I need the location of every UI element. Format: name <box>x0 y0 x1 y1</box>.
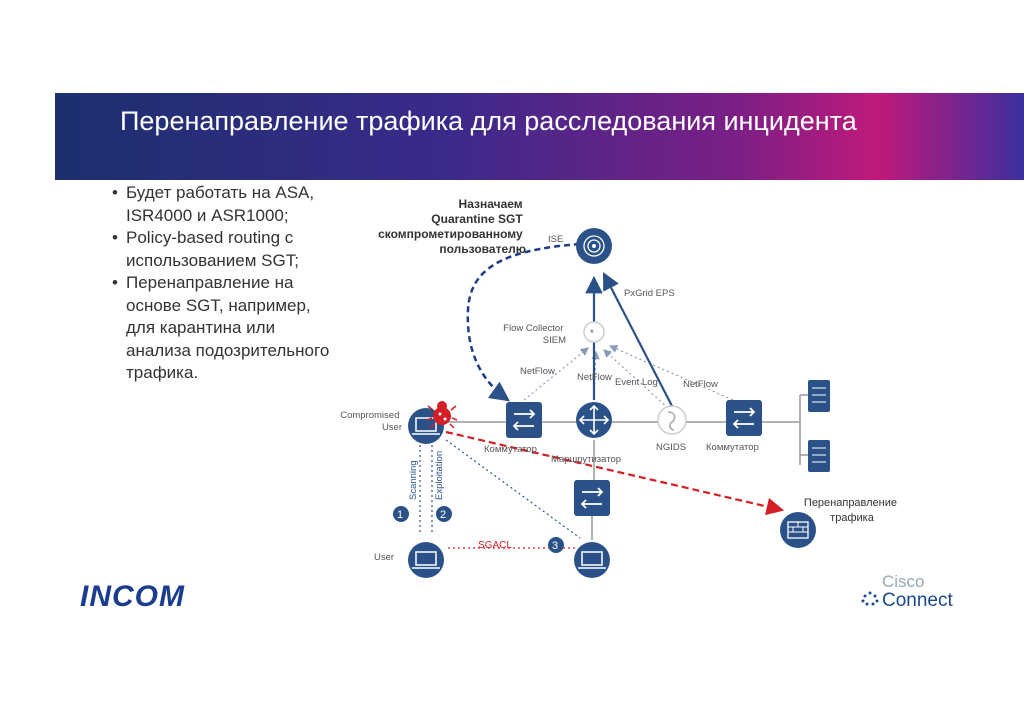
exploitation-label: Exploitation <box>434 451 445 500</box>
quarantine-arrow <box>466 242 581 402</box>
step-badge <box>548 537 564 553</box>
slide-title: Перенаправление трафика для расследовани… <box>120 106 857 136</box>
redirect-label: Перенаправление трафика <box>804 497 900 524</box>
ngids-label: NGIDS <box>656 442 686 453</box>
cisco-dots-icon <box>861 591 879 606</box>
switch-1-icon <box>506 402 542 438</box>
step-3-label: 3 <box>552 540 558 552</box>
sgacl-label: SGACL <box>478 540 512 551</box>
ngids-to-ise-arrow <box>602 272 673 407</box>
annotation-text: Назначаем Quarantine SGT скомпрометирова… <box>378 197 526 256</box>
ise-label: ISE <box>548 234 563 245</box>
step-2-label: 2 <box>440 509 446 521</box>
scanning-label: Scanning <box>408 460 419 500</box>
malware-bug-icon <box>426 401 458 429</box>
pxgrid-label: PxGrid EPS <box>624 288 675 299</box>
step-1-label: 1 <box>397 509 403 521</box>
bullet-item: Policy-based routing с использованием SG… <box>110 227 330 272</box>
bullet-list: Будет работать на ASA, ISR4000 и ASR1000… <box>110 182 330 385</box>
switch-2-label: Коммутатор <box>706 442 759 453</box>
svg-text:*: * <box>590 328 594 339</box>
cisco-text: Cisco <box>882 572 925 591</box>
server-icon <box>808 440 830 472</box>
cisco-connect-logo: Cisco Connect <box>860 572 970 612</box>
netflow-links <box>523 345 743 409</box>
ise-node <box>576 228 612 264</box>
switch-2-icon <box>726 400 762 436</box>
switch-3-icon <box>574 480 610 516</box>
netflow-label-3: NetFlow <box>683 379 718 390</box>
flow-collector-label: Flow Collector SIEM <box>503 323 566 346</box>
bullet-item: Перенаправление на основе SGT, например,… <box>110 272 330 385</box>
bullet-item: Будет работать на ASA, ISR4000 и ASR1000… <box>110 182 330 227</box>
switch-1-label: Коммутатор <box>484 444 537 455</box>
user-laptop-icon <box>408 542 444 578</box>
netflow-label-1: NetFlow <box>520 366 555 377</box>
redirect-arrow <box>445 430 785 516</box>
user-label: User <box>374 552 394 563</box>
connect-text: Connect <box>882 590 953 611</box>
siem-node: * <box>583 321 605 343</box>
compromised-user-label: Compromised User <box>340 410 402 433</box>
event-log-label: Event Log <box>615 377 658 388</box>
router-label: Маршрутизатор <box>551 454 621 465</box>
ngids-icon <box>657 405 687 435</box>
step-badge <box>436 506 452 522</box>
firewall-icon <box>780 512 816 548</box>
step-badge <box>393 506 409 522</box>
server-icon <box>808 380 830 412</box>
target-laptop-icon <box>574 542 610 578</box>
title-banner <box>55 93 1024 180</box>
router-icon <box>576 402 612 438</box>
incom-logo: INCOM <box>80 580 185 613</box>
netflow-label-2: NetFlow <box>577 372 612 383</box>
